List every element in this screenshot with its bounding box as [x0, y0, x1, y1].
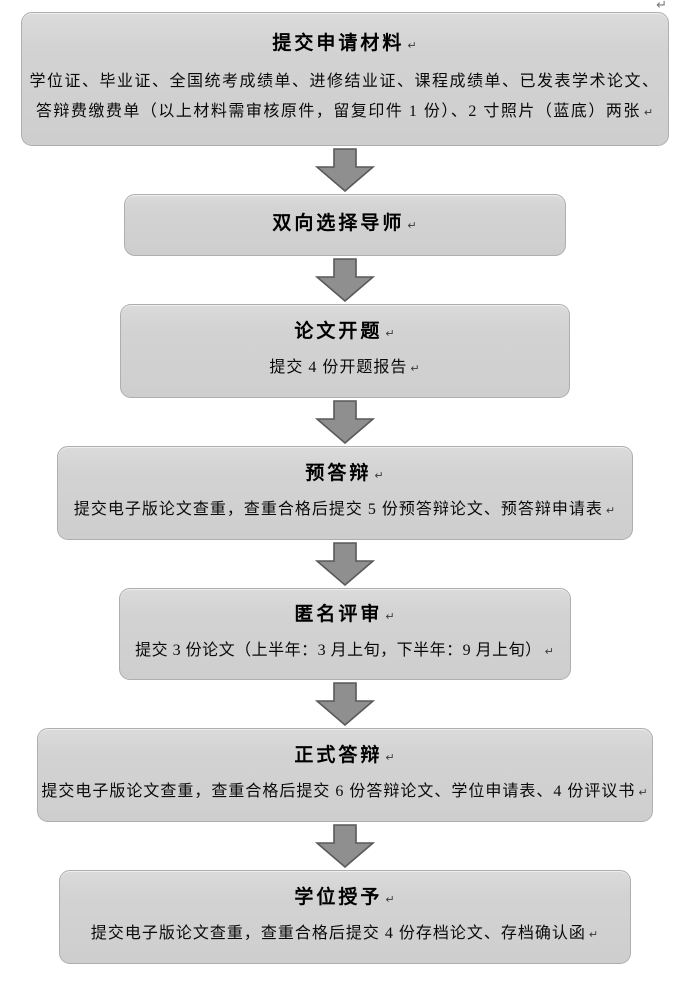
paragraph-mark-icon: ↵ [407, 38, 417, 52]
paragraph-mark-icon: ↵ [385, 750, 395, 764]
flow-connector [314, 398, 375, 446]
step-detail: 学位证、毕业证、全国统考成绩单、进修结业证、课程成绩单、已发表学术论文、 [29, 72, 660, 90]
step-detail: 提交 3 份论文（上半年：3 月上旬，下半年：9 月上旬）↵ [135, 641, 554, 659]
down-arrow-icon [314, 148, 375, 192]
flow-connector [314, 680, 375, 728]
paragraph-mark-icon: ↵ [544, 644, 554, 658]
step-formal-defense: 正式答辩↵ 提交电子版论文查重，查重合格后提交 6 份答辩论文、学位申请表、4 … [36, 728, 653, 822]
step-detail: 提交电子版论文查重，查重合格后提交 6 份答辩论文、学位申请表、4 份评议书↵ [41, 782, 648, 800]
paragraph-mark-icon: ↵ [605, 503, 616, 517]
down-arrow-icon [314, 682, 375, 726]
paragraph-mark-icon: ↵ [656, 0, 667, 13]
step-title: 双向选择导师↵ [272, 213, 417, 234]
down-arrow-icon [314, 400, 375, 444]
step-detail: 答辩费缴费单（以上材料需审核原件，留复印件 1 份）、2 寸照片（蓝底）两张↵ [35, 102, 654, 120]
step-title: 预答辩↵ [305, 462, 384, 484]
paragraph-mark-icon: ↵ [385, 609, 395, 623]
step-pre-defense: 预答辩↵ 提交电子版论文查重，查重合格后提交 5 份预答辩论文、预答辩申请表↵ [56, 446, 633, 540]
paragraph-mark-icon: ↵ [374, 468, 384, 482]
flow-connector [314, 540, 375, 588]
flow-connector [314, 822, 375, 870]
step-detail: 提交电子版论文查重，查重合格后提交 5 份预答辩论文、预答辩申请表↵ [73, 500, 616, 518]
step-anonymous-review: 匿名评审↵ 提交 3 份论文（上半年：3 月上旬，下半年：9 月上旬）↵ [118, 588, 571, 680]
flow-connector [314, 146, 375, 194]
step-title: 论文开题↵ [294, 320, 395, 342]
paragraph-mark-icon: ↵ [638, 785, 648, 799]
down-arrow-icon [314, 258, 375, 302]
step-title: 学位授予↵ [294, 886, 395, 908]
flow-connector [314, 256, 375, 304]
step-detail: 提交电子版论文查重，查重合格后提交 4 份存档论文、存档确认函↵ [90, 924, 599, 942]
paragraph-mark-icon: ↵ [588, 927, 599, 941]
paragraph-mark-icon: ↵ [410, 361, 420, 375]
step-thesis-proposal: 论文开题↵ 提交 4 份开题报告↵ [119, 304, 570, 398]
step-title: 提交申请材料↵ [272, 32, 417, 54]
step-degree-award: 学位授予↵ 提交电子版论文查重，查重合格后提交 4 份存档论文、存档确认函↵ [58, 870, 631, 964]
down-arrow-icon [314, 824, 375, 868]
step-title: 正式答辩↵ [294, 744, 395, 766]
down-arrow-icon [314, 542, 375, 586]
step-title: 匿名评审↵ [294, 603, 395, 625]
paragraph-mark-icon: ↵ [407, 219, 417, 232]
paragraph-mark-icon: ↵ [643, 105, 654, 119]
paragraph-mark-icon: ↵ [385, 326, 395, 340]
paragraph-mark-icon: ↵ [385, 892, 395, 906]
step-select-advisor: 双向选择导师↵ [123, 194, 566, 256]
step-submit-materials: 提交申请材料↵ 学位证、毕业证、全国统考成绩单、进修结业证、课程成绩单、已发表学… [20, 12, 669, 146]
step-detail: 提交 4 份开题报告↵ [269, 358, 420, 376]
